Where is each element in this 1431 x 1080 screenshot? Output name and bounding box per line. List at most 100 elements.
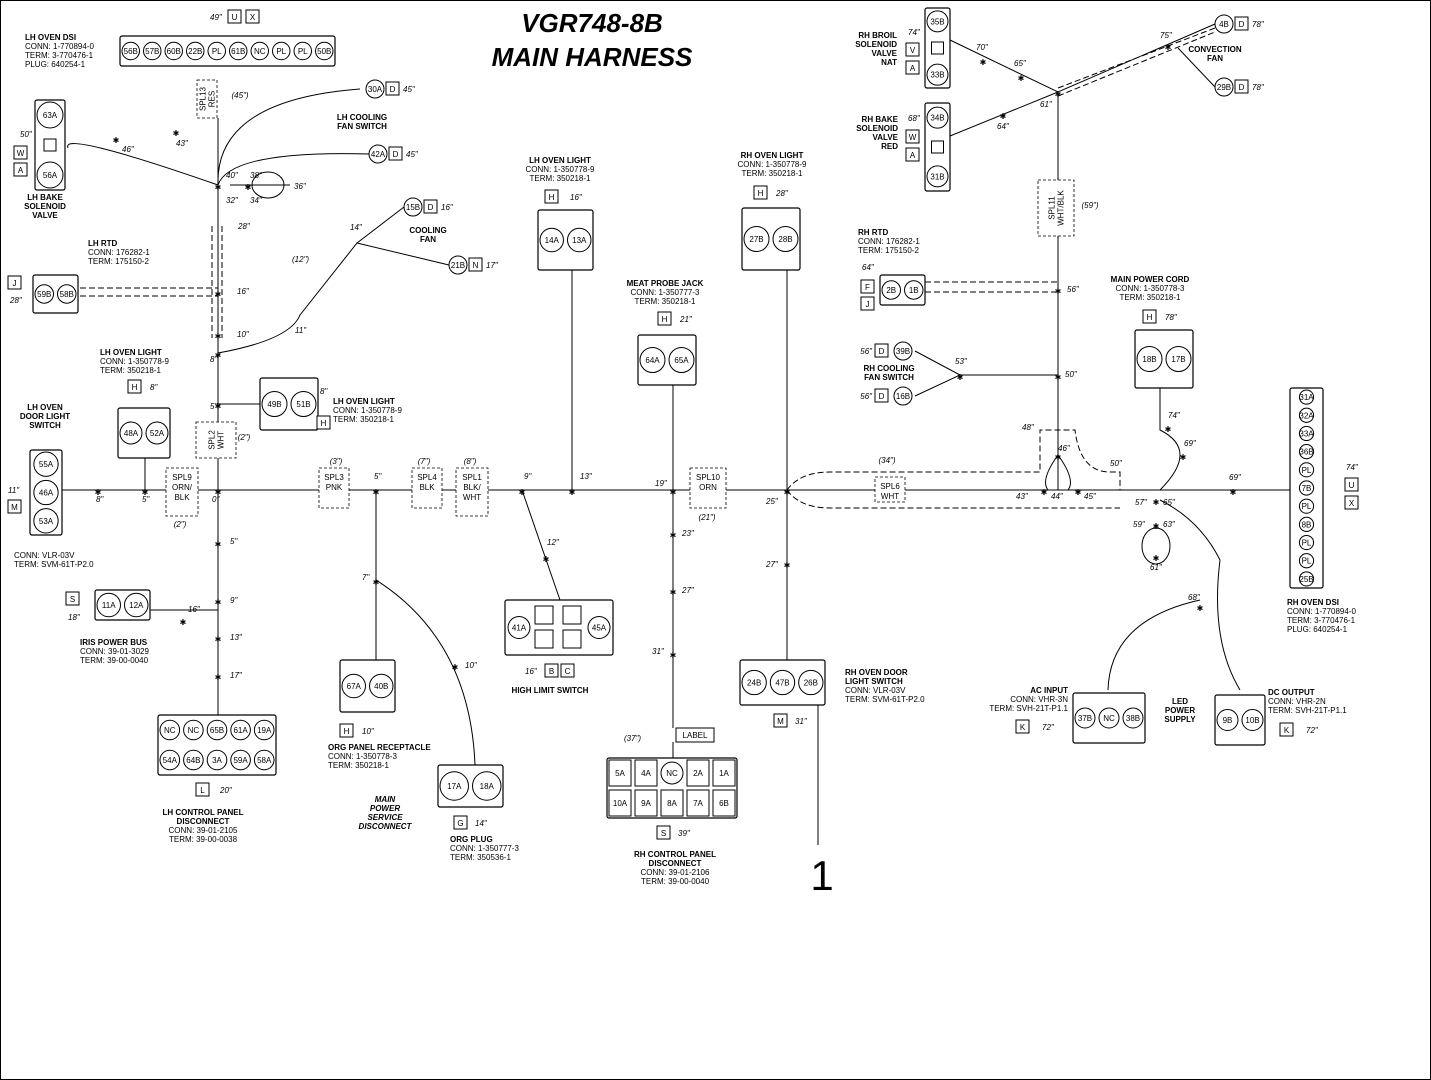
- pin-circle: [33, 451, 59, 477]
- pin-tag: U: [1349, 481, 1355, 490]
- connector-title: RH RTD: [858, 228, 888, 237]
- connector-title: RED: [881, 142, 898, 151]
- component-label: SERVICE: [367, 813, 403, 822]
- splice-label: SPL11: [1048, 196, 1057, 220]
- pin-tag: A: [910, 151, 916, 160]
- pin-tag-box: [874, 388, 889, 403]
- length-label: 23": [681, 529, 695, 538]
- connector-title: AC INPUT: [1030, 686, 1068, 695]
- pin-tag-box: [560, 663, 575, 678]
- pin-label: 56A: [43, 171, 58, 180]
- connector-detail: TERM: 350218-1: [530, 174, 591, 183]
- splice-label: RES: [208, 91, 217, 107]
- component-label: LED: [1172, 697, 1188, 706]
- branch-star: ✱: [1055, 90, 1062, 99]
- pin-cell: [608, 789, 632, 817]
- connector-detail: PLUG: 640254-1: [1287, 625, 1348, 634]
- length-label: 69": [1229, 473, 1242, 482]
- length-label: 8": [96, 495, 104, 504]
- splice-label: ORN/: [172, 483, 193, 492]
- branch-star: ✱: [1041, 488, 1048, 497]
- pin-tag: U: [232, 13, 238, 22]
- length-label: 65": [1163, 498, 1176, 507]
- pin-tag: H: [344, 727, 350, 736]
- pin-label: 61A: [233, 726, 248, 735]
- pin-label: NC: [188, 726, 200, 735]
- length-label: 61": [1150, 563, 1163, 572]
- length-label: 12": [547, 538, 560, 547]
- connector-title: LH RTD: [88, 239, 118, 248]
- connector-title: RH OVEN DSI: [1287, 598, 1339, 607]
- component-label: DISCONNECT: [359, 822, 413, 831]
- pin-blank: [562, 605, 582, 625]
- pin-label: 30A: [368, 85, 383, 94]
- connector-detail: CONN: 176282-1: [858, 237, 920, 246]
- connector-title: LH OVEN LIGHT: [333, 397, 395, 406]
- pin-cell: [634, 789, 658, 817]
- pin-circle: [145, 421, 169, 445]
- branch-star: ✱: [1153, 554, 1160, 563]
- length-label: 14": [350, 223, 363, 232]
- component-label: SUPPLY: [1164, 715, 1196, 724]
- length-label: (12"): [292, 255, 309, 264]
- extra-tags: LABEL: [675, 727, 715, 743]
- length-label: 32": [226, 196, 239, 205]
- length-label: 44": [1051, 492, 1064, 501]
- connector-detail: CONN: 176282-1: [88, 248, 150, 257]
- component-label: FAN: [420, 235, 436, 244]
- length-label: 38": [250, 171, 263, 180]
- pin-circle: [448, 255, 468, 275]
- pin-tag: A: [18, 166, 24, 175]
- pin-circle: [743, 226, 770, 252]
- pin-circle: [293, 41, 312, 61]
- pin-tag-box: [905, 129, 920, 144]
- connector-detail: CONN: VHR-3N: [1010, 695, 1068, 704]
- branch-star: ✱: [1153, 498, 1160, 507]
- splice-label: SPL13: [199, 86, 208, 111]
- pin-tag-box: [385, 81, 400, 96]
- splice-box: [165, 467, 199, 517]
- pin-tag-box: [1234, 79, 1249, 94]
- pin-circle: [229, 41, 248, 61]
- connector-title: ORG PANEL RECEPTACLE: [328, 743, 431, 752]
- pin-label: 32A: [1299, 411, 1314, 420]
- pin-circle: [772, 226, 799, 252]
- pin-tag: A: [910, 64, 916, 73]
- pin-tag: D: [1239, 83, 1245, 92]
- connector-title: MEAT PROBE JACK: [627, 279, 704, 288]
- length-label: 59": [1133, 520, 1146, 529]
- splice-label: SPL1: [462, 473, 482, 482]
- pin-circle: [1298, 516, 1315, 532]
- pin-label: 34B: [930, 114, 944, 123]
- length-label: 8": [210, 355, 218, 364]
- splice-box: [318, 467, 350, 509]
- branch-star: ✱: [215, 598, 222, 607]
- connector-title: MAIN POWER CORD: [1111, 275, 1190, 284]
- connector-title: ORG PLUG: [450, 835, 493, 844]
- connector-detail: TERM: 3-770476-1: [1287, 616, 1356, 625]
- connector-title: LH CONTROL PANEL: [162, 808, 243, 817]
- splice-note: (21"): [698, 513, 715, 522]
- pin-circle: [183, 719, 204, 741]
- connector-detail: CONN: 1-350778-9: [526, 165, 595, 174]
- connector-detail: CONN: 1-770894-0: [25, 42, 94, 51]
- connector-detail: TERM: 3-770476-1: [25, 51, 94, 60]
- pin-label: 17B: [1171, 355, 1185, 364]
- pin-label: 61B: [231, 47, 245, 56]
- pin-circle: [1214, 77, 1234, 97]
- pin-tag-box: [453, 815, 468, 830]
- component-label: LH COOLING: [337, 113, 387, 122]
- pin-label: 11A: [102, 601, 116, 610]
- length-label: 50": [1110, 459, 1123, 468]
- splice-label: WHT: [881, 492, 899, 501]
